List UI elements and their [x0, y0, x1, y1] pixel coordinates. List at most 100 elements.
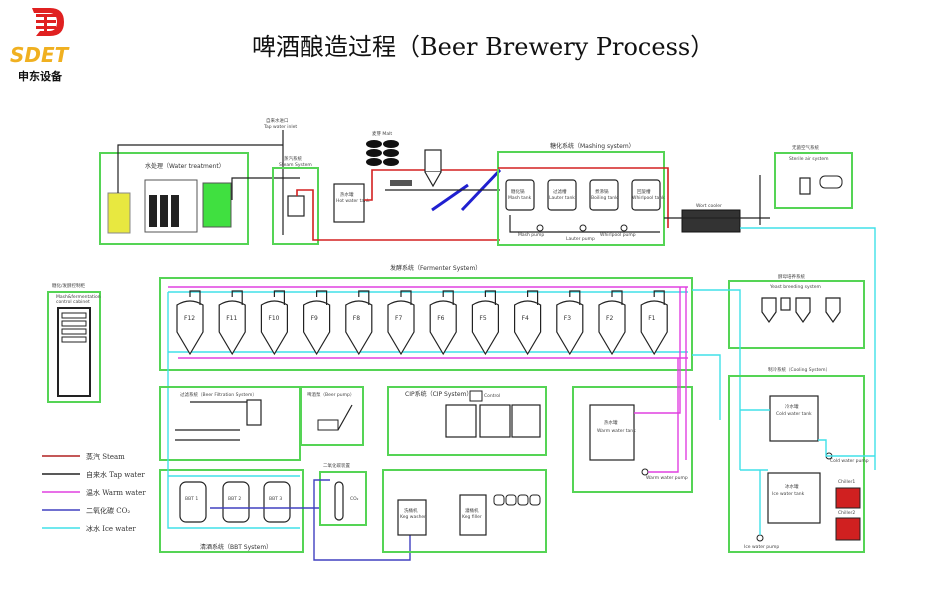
svg-text:冷水罐: 冷水罐: [785, 403, 799, 410]
svg-text:蒸汽 Steam: 蒸汽 Steam: [86, 452, 125, 461]
svg-text:酵母培养系统: 酵母培养系统: [778, 273, 805, 280]
svg-text:Whirlpool tank: Whirlpool tank: [632, 195, 665, 201]
fermenter-f10: F10: [260, 290, 288, 356]
svg-text:CIP系统（CIP System）: CIP系统（CIP System）: [405, 390, 472, 398]
svg-text:糖化系统（Mashing system）: 糖化系统（Mashing system）: [550, 142, 635, 150]
malt-handling: 麦芽 Malt: [366, 130, 502, 212]
fermenter-f9: F9: [303, 290, 331, 356]
svg-text:热水罐: 热水罐: [604, 419, 618, 426]
svg-text:过滤槽: 过滤槽: [553, 188, 567, 195]
svg-text:过滤系统（Beer Filtration System）: 过滤系统（Beer Filtration System）: [180, 391, 257, 398]
svg-text:冰水罐: 冰水罐: [785, 483, 799, 490]
svg-text:F6: F6: [437, 315, 444, 322]
svg-text:Yeast breeding system: Yeast breeding system: [769, 284, 821, 290]
beer-pump: 啤酒泵（Beer pump）: [300, 386, 364, 446]
svg-text:煮沸锅: 煮沸锅: [595, 188, 609, 195]
sterile-air-system: 无菌空气系统 Sterile air system: [759, 144, 853, 225]
svg-text:F1: F1: [648, 315, 655, 322]
svg-text:冰水 Ice water: 冰水 Ice water: [86, 524, 136, 533]
tap-water-inlet: 自来水进口 Tap water inlet: [263, 117, 297, 235]
svg-text:二氧化碳装置: 二氧化碳装置: [323, 462, 350, 469]
svg-text:啤酒泵（Beer pump）: 啤酒泵（Beer pump）: [307, 391, 354, 398]
svg-text:温水 Warm water: 温水 Warm water: [86, 488, 146, 497]
fermenter-f7: F7: [387, 290, 415, 356]
svg-text:Whirlpool pump: Whirlpool pump: [600, 232, 636, 238]
svg-text:Cold water pump: Cold water pump: [830, 458, 869, 464]
bbt-tank-1: BBT 1: [179, 481, 207, 523]
svg-text:自来水进口: 自来水进口: [266, 117, 289, 124]
svg-text:Lauter tank: Lauter tank: [549, 195, 575, 201]
svg-text:Chiller1: Chiller1: [838, 479, 855, 485]
svg-text:糖化/发酵控制柜: 糖化/发酵控制柜: [52, 282, 86, 289]
svg-text:F5: F5: [479, 315, 486, 322]
svg-text:Warm water tank: Warm water tank: [597, 428, 636, 434]
svg-text:SDET: SDET: [10, 43, 70, 67]
filtration-system: 过滤系统（Beer Filtration System）: [159, 386, 301, 461]
legend-item: 冰水 Ice water: [42, 524, 136, 533]
svg-text:制冷系统（Cooling System）: 制冷系统（Cooling System）: [768, 366, 830, 373]
bbt-tank-3: BBT 3: [263, 481, 291, 523]
yeast-breeding-system: 酵母培养系统 Yeast breeding system: [692, 273, 865, 470]
legend-item: 自来水 Tap water: [42, 470, 145, 479]
legend-item: 温水 Warm water: [42, 488, 146, 497]
fermenter-f1: F1: [640, 290, 668, 356]
sdet-logo: SDET 申东设备: [10, 8, 70, 83]
svg-text:自来水 Tap water: 自来水 Tap water: [86, 470, 145, 479]
svg-text:水处理（Water treatment）: 水处理（Water treatment）: [145, 162, 225, 170]
svg-text:二氧化碳 CO₂: 二氧化碳 CO₂: [86, 506, 130, 515]
svg-text:Keg washer: Keg washer: [400, 514, 426, 520]
page-title: 啤酒酿造过程（Beer Brewery Process）: [252, 33, 714, 61]
svg-text:Warm water pump: Warm water pump: [646, 475, 688, 481]
svg-text:Control: Control: [484, 393, 500, 399]
svg-text:无菌空气系统: 无菌空气系统: [792, 144, 819, 151]
svg-text:申东设备: 申东设备: [18, 69, 63, 83]
svg-text:Cold water tank: Cold water tank: [776, 411, 812, 417]
bbt-system: 清酒系统（BBT System） BBT 1 BBT 2 BBT 3: [159, 390, 320, 553]
svg-text:Steam System: Steam System: [279, 162, 312, 168]
bbt-tank-2: BBT 2: [222, 481, 250, 523]
fermenter-f3: F3: [556, 290, 584, 356]
chiller-2: Chiller2: [835, 510, 861, 541]
fermenter-f4: F4: [514, 290, 542, 356]
svg-text:Mash pump: Mash pump: [518, 232, 544, 238]
svg-text:Boiling tank: Boiling tank: [591, 195, 618, 201]
chiller-1: Chiller1: [835, 479, 861, 509]
co2-unit: 二氧化碳装置 CO₂: [313, 462, 411, 561]
svg-text:F2: F2: [606, 315, 613, 322]
wort-cooler: Wort cooler: [664, 203, 876, 470]
legend-item: 蒸汽 Steam: [42, 452, 125, 461]
svg-text:清酒系统（BBT System）: 清酒系统（BBT System）: [200, 543, 272, 551]
svg-text:Sterile air system: Sterile air system: [789, 156, 829, 162]
svg-text:F8: F8: [353, 315, 360, 322]
svg-text:Chiller2: Chiller2: [838, 510, 855, 516]
svg-text:F7: F7: [395, 315, 402, 322]
fermenter-f11: F11: [218, 290, 246, 356]
svg-text:Wort cooler: Wort cooler: [696, 203, 722, 209]
svg-text:BBT 3: BBT 3: [269, 496, 282, 502]
svg-text:麦芽 Malt: 麦芽 Malt: [372, 130, 392, 137]
warm-water-system: 热水罐 Warm water tank Warm water pump: [572, 287, 693, 493]
legend-item: 二氧化碳 CO₂: [42, 506, 130, 515]
svg-text:BBT 1: BBT 1: [185, 496, 198, 502]
svg-text:发酵系统（Fermenter System）: 发酵系统（Fermenter System）: [390, 264, 481, 272]
svg-text:灌桶机: 灌桶机: [465, 507, 479, 514]
fermenter-system: 发酵系统（Fermenter System） F12 F11 F10 F9 F8 F7 F6…: [159, 264, 693, 390]
svg-text:F12: F12: [184, 315, 195, 322]
svg-text:Keg filler: Keg filler: [462, 514, 482, 520]
steam-system: 蒸汽系统 Steam System: [272, 155, 500, 245]
water-treatment-system: 水处理（Water treatment）: [99, 144, 300, 245]
svg-text:F3: F3: [564, 315, 571, 322]
svg-text:F11: F11: [226, 315, 237, 322]
fermenter-f6: F6: [429, 290, 457, 356]
svg-text:F9: F9: [311, 315, 318, 322]
